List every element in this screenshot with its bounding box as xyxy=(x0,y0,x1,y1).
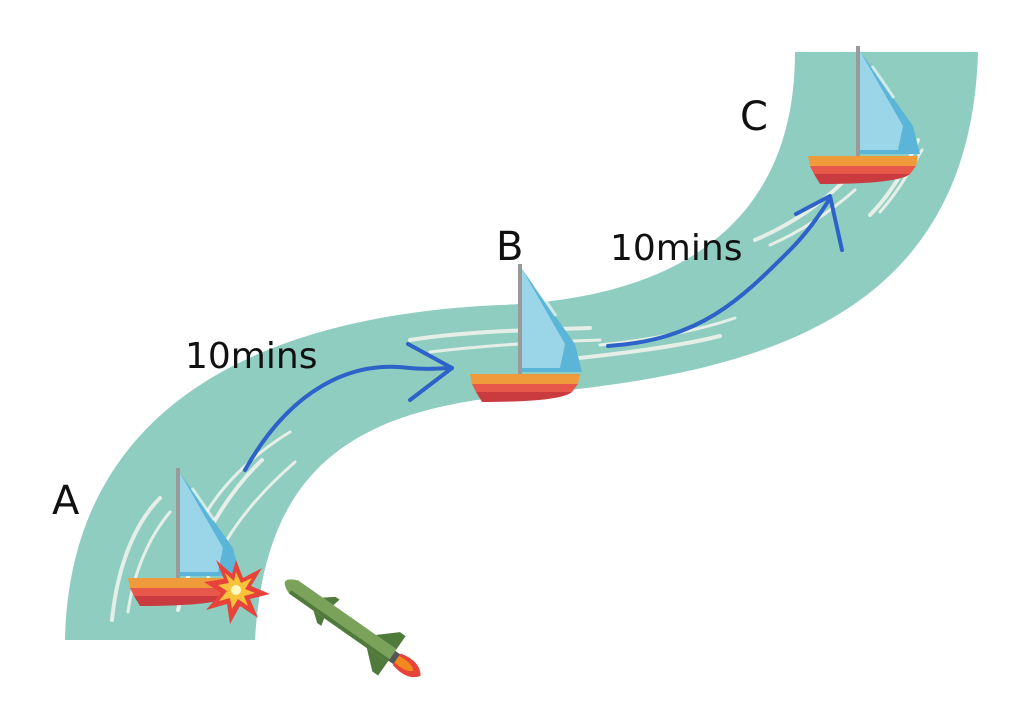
route-arrow-a-b xyxy=(243,342,454,472)
duration-label-b-c: 10mins xyxy=(610,228,742,269)
point-label-a: A xyxy=(52,478,80,524)
duration-label-a-b: 10mins xyxy=(185,336,317,377)
point-label-c: C xyxy=(740,94,768,140)
route-arrow-b-c xyxy=(606,194,844,348)
missile-icon xyxy=(284,579,421,678)
explosion-icon xyxy=(204,560,270,624)
point-label-b: B xyxy=(496,224,523,270)
